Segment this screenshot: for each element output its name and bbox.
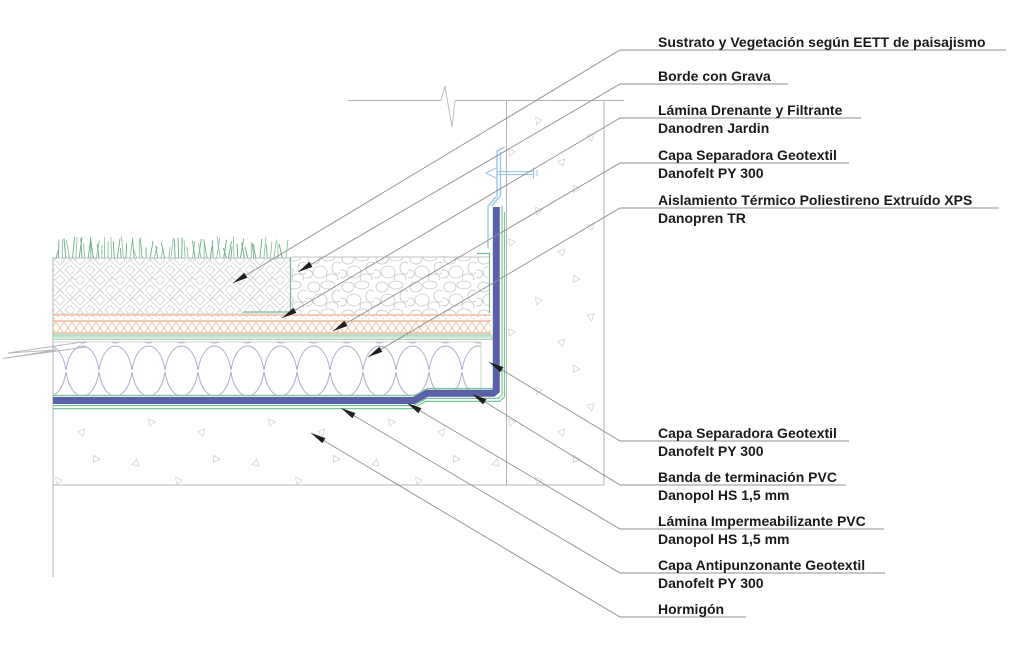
concrete-layer xyxy=(54,102,604,484)
label-line1: Capa Separadora Geotextil xyxy=(658,425,837,441)
fixing-screw xyxy=(484,166,538,180)
label-line1: Aislamiento Térmico Poliestireno Extruíd… xyxy=(658,192,973,208)
leader-arrowhead-8 xyxy=(407,403,422,414)
leader-lines xyxy=(232,49,1006,618)
label-line1: Capa Antipunzonante Geotextil xyxy=(658,557,866,573)
leader-arrowhead-6 xyxy=(489,362,504,373)
substrate-layer xyxy=(53,257,291,314)
label-line2: Danodren Jardin xyxy=(658,120,770,136)
annotation-label-5: Aislamiento Térmico Poliestireno Extruíd… xyxy=(658,191,972,227)
label-line1: Lámina Impermeabilizante PVC xyxy=(658,513,866,529)
drainage-layer xyxy=(53,314,491,334)
annotation-label-1: Sustrato y Vegetación según EETT de pais… xyxy=(658,33,986,51)
leader-arrowhead-9 xyxy=(341,408,356,419)
vegetation-grass xyxy=(55,235,289,259)
annotation-label-2: Borde con Grava xyxy=(658,67,771,85)
gravel-layer xyxy=(291,256,489,314)
annotation-label-8: Lámina Impermeabilizante PVC Danopol HS 1… xyxy=(658,512,866,548)
membrane-layer xyxy=(53,207,500,404)
label-line2: Danopol HS 1,5 mm xyxy=(658,531,790,547)
annotation-label-7: Banda de terminación PVC Danopol HS 1,5 m… xyxy=(658,468,837,504)
leader-arrowhead-3 xyxy=(282,307,297,318)
label-line2: Danofelt PY 300 xyxy=(658,443,764,459)
geotextile-upper-layer xyxy=(52,334,493,340)
label-line1: Capa Separadora Geotextil xyxy=(658,147,837,163)
gravel-right-upstand xyxy=(477,252,491,313)
leader-line-5 xyxy=(367,207,999,358)
label-line1: Hormigón xyxy=(658,601,725,617)
leader-line-4 xyxy=(332,162,849,332)
label-line2: Danopren TR xyxy=(658,210,746,226)
break-symbol-top xyxy=(440,85,456,128)
label-line2: Danofelt PY 300 xyxy=(658,165,764,181)
leader-arrowhead-5 xyxy=(368,346,383,357)
membrane-geotextiles xyxy=(53,206,506,410)
leader-line-7 xyxy=(471,393,846,486)
leader-line-8 xyxy=(406,402,884,530)
label-line1: Lámina Drenante y Filtrante xyxy=(658,102,843,118)
label-line1: Borde con Grava xyxy=(658,68,771,84)
leader-line-1 xyxy=(232,49,1006,284)
leader-arrowhead-1 xyxy=(233,272,248,283)
label-line1: Sustrato y Vegetación según EETT de pais… xyxy=(658,34,986,50)
insulation-layer xyxy=(53,341,482,396)
leader-arrowhead-7 xyxy=(472,394,487,405)
leader-arrowhead-4 xyxy=(333,320,348,331)
leader-line-2 xyxy=(297,83,788,273)
annotation-label-10: Hormigón xyxy=(658,600,724,618)
leader-line-3 xyxy=(281,117,861,319)
leader-line-6 xyxy=(488,361,849,442)
label-line2: Danopol HS 1,5 mm xyxy=(658,487,790,503)
leader-line-10 xyxy=(310,432,746,618)
label-line1: Banda de terminación PVC xyxy=(658,469,837,485)
leader-line-9 xyxy=(340,407,885,574)
leader-arrowhead-10 xyxy=(311,433,326,444)
leader-arrowhead-2 xyxy=(298,261,313,272)
label-line2: Danofelt PY 300 xyxy=(658,575,764,591)
